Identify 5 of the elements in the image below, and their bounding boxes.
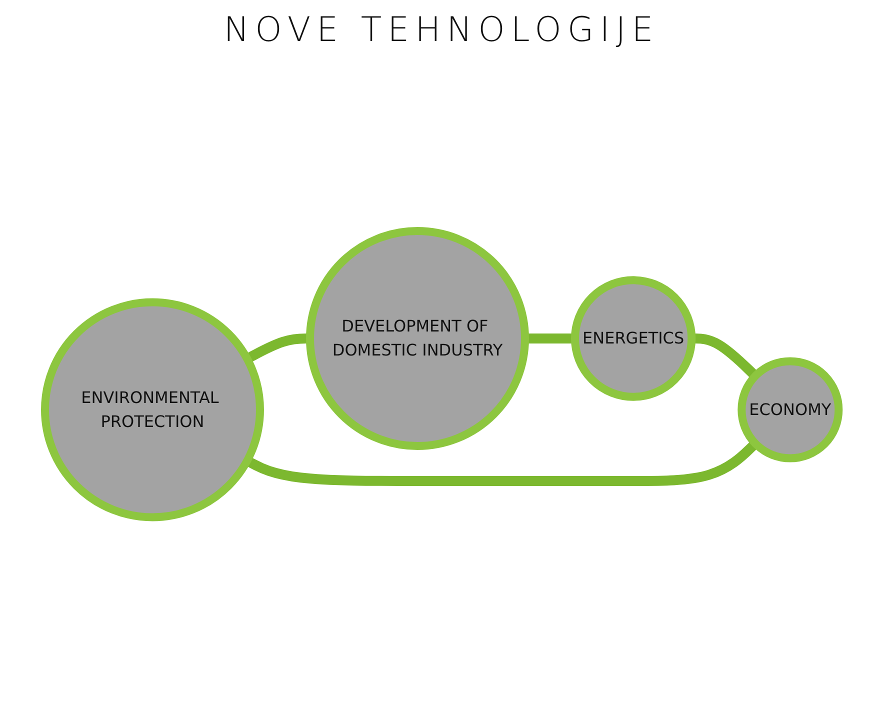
node-circle: ECONOMY	[737, 357, 842, 462]
diagram-title: NOVE TEHNOLOGIJE	[222, 10, 660, 50]
node-circle: DEVELOPMENT OF DOMESTIC INDUSTRY	[306, 226, 529, 450]
node-circle: ENVIRONMENTAL PROTECTION	[40, 298, 264, 522]
node-circle: ENERGETICS	[570, 276, 696, 401]
